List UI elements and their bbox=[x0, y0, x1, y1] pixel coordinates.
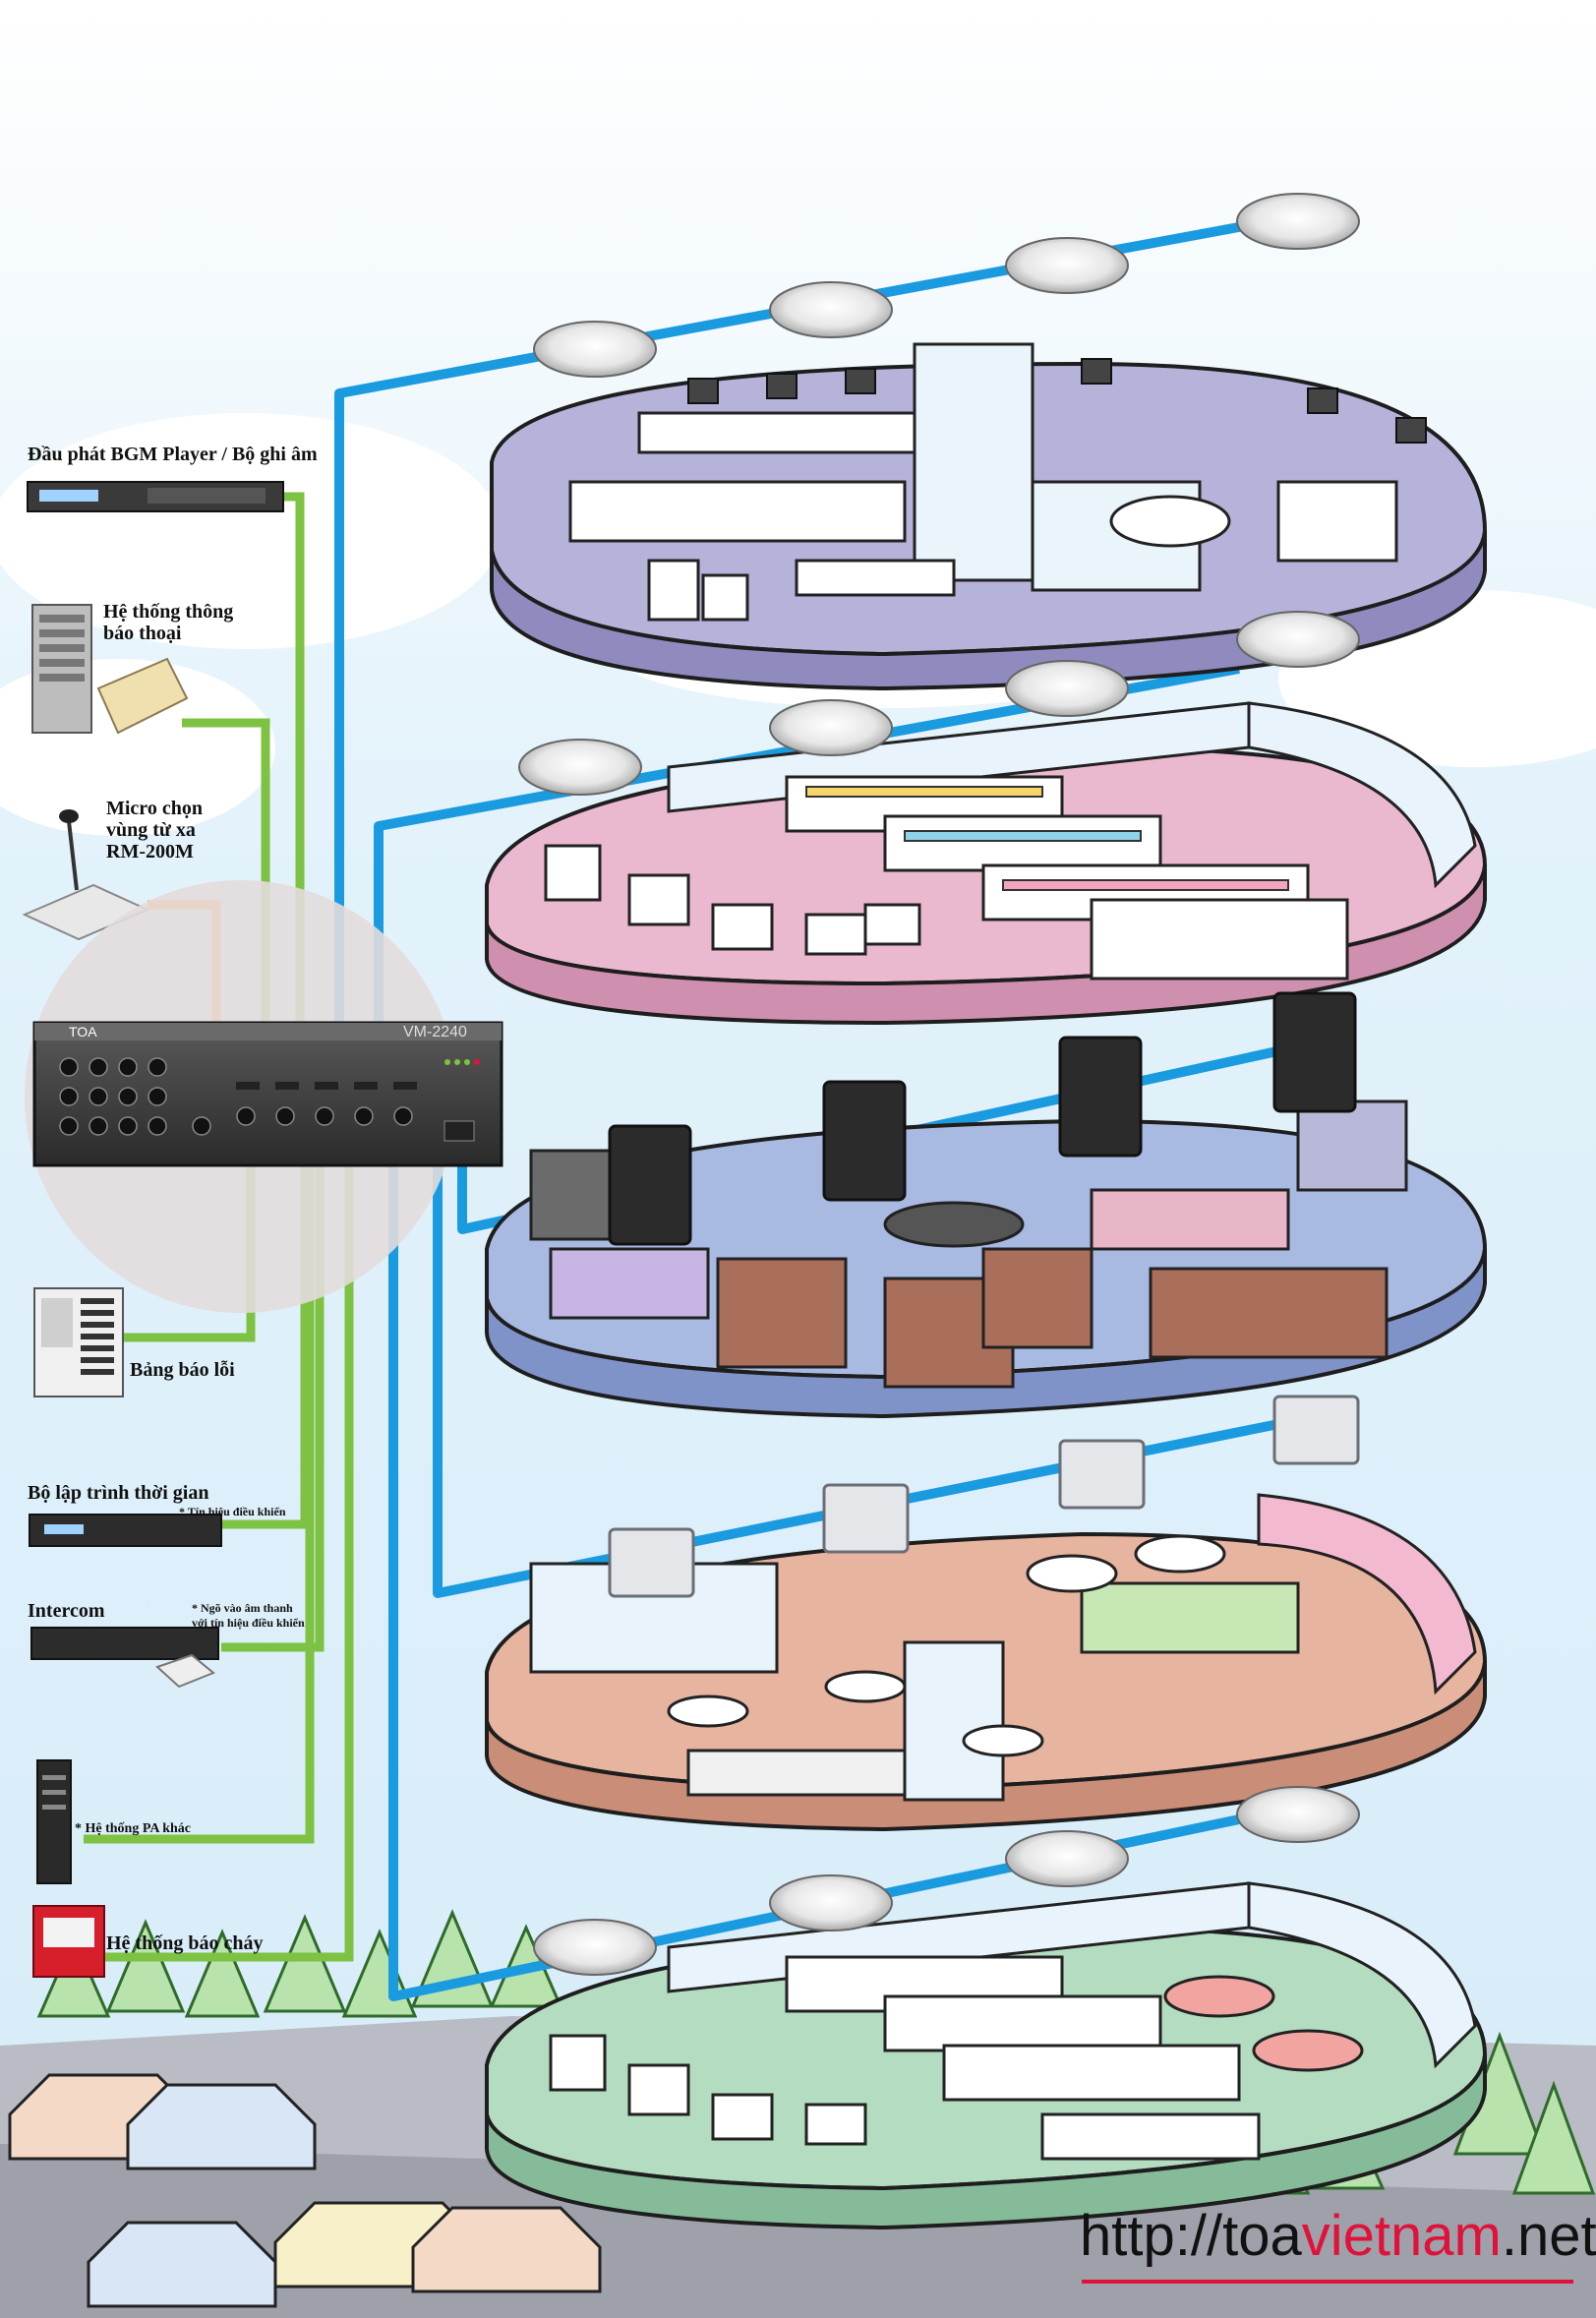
floor-market bbox=[485, 1881, 1488, 2230]
intercom-note-line1: * Ngõ vào âm thanh bbox=[192, 1601, 293, 1615]
url-suffix: .net bbox=[1501, 2204, 1596, 2268]
url-prefix: http:// bbox=[1080, 2204, 1223, 2268]
fire-alarm-label: Hệ thống báo cháy bbox=[106, 1932, 264, 1954]
floor-cafe bbox=[485, 1493, 1488, 1832]
bgm-player-label: Đầu phát BGM Player / Bộ ghi âm bbox=[28, 444, 318, 465]
amp-brand-label: TOA bbox=[69, 1024, 97, 1040]
timer-device bbox=[29, 1514, 222, 1547]
cabinet-speakers-black bbox=[608, 991, 1357, 1246]
url-middle: vietnam bbox=[1301, 2204, 1502, 2268]
floor-office bbox=[490, 342, 1488, 691]
url-brand: toa bbox=[1222, 2204, 1302, 2268]
intercom-device bbox=[30, 1627, 219, 1689]
wall-speakers-grey bbox=[608, 1395, 1360, 1598]
amp-model-label: VM-2240 bbox=[403, 1024, 467, 1040]
timer-note: * Tín hiệu điều khiển bbox=[179, 1505, 286, 1518]
parked-cars bbox=[8, 2073, 602, 2308]
ceiling-speakers bbox=[518, 193, 1360, 1976]
other-pa-device bbox=[36, 1759, 72, 1884]
intercom-label: Intercom bbox=[28, 1600, 105, 1622]
intercom-note-line2: với tín hiệu điều khiển bbox=[192, 1616, 305, 1630]
phone-paging-label-line1: Hệ thống thông bbox=[103, 601, 234, 623]
mic-label-line2: vùng từ xa bbox=[106, 819, 196, 841]
fire-alarm-device bbox=[32, 1905, 105, 1978]
other-pa-label: * Hệ thống PA khác bbox=[75, 1821, 191, 1836]
phone-paging-device bbox=[31, 604, 189, 735]
url-underline bbox=[1082, 2280, 1573, 2284]
fault-panel-device bbox=[33, 1287, 124, 1397]
timer-label: Bộ lập trình thời gian bbox=[28, 1482, 209, 1504]
mic-label-line1: Micro chọn bbox=[106, 798, 203, 819]
mic-label-line3: RM-200M bbox=[106, 841, 194, 862]
website-url: http://toavietnam.net bbox=[1080, 2203, 1596, 2269]
mixer-amplifier-vm2240: TOA VM-2240 bbox=[32, 1021, 503, 1167]
bgm-player-device bbox=[27, 481, 284, 512]
fault-panel-label: Bảng báo lỗi bbox=[130, 1359, 235, 1381]
floor-shop bbox=[485, 701, 1488, 1026]
phone-paging-label-line2: báo thoại bbox=[103, 623, 182, 644]
